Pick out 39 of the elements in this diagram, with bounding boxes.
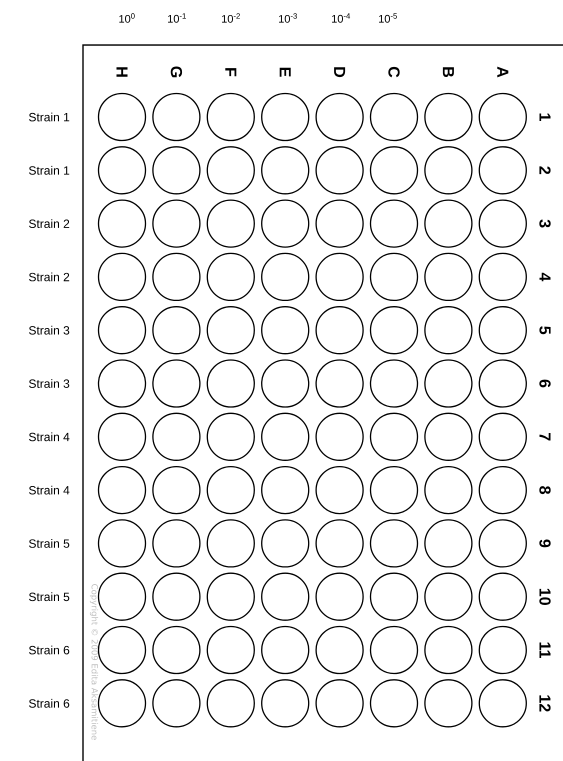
row-number: 1 — [540, 114, 550, 121]
strain-label: Strain 3 — [29, 379, 70, 388]
column-letter: A — [497, 66, 508, 78]
column-letter: E — [280, 68, 291, 77]
strain-label: Strain 2 — [29, 272, 70, 282]
strain-label: Strain 4 — [29, 432, 70, 442]
strain-label: Strain 1 — [29, 166, 70, 175]
column-letter: H — [116, 67, 128, 77]
strain-label: Strain 4 — [29, 486, 70, 494]
strain-label: Strain 2 — [29, 219, 70, 228]
dilution-label: 10$^{-1}$ — [168, 13, 186, 23]
row-number: 7 — [540, 433, 550, 441]
column-letter: C — [388, 66, 400, 78]
dilution-label: 10$^{0}$ — [119, 13, 135, 23]
row-number: 11 — [540, 642, 550, 658]
strain-label: Strain 1 — [29, 112, 70, 122]
row-number: 2 — [539, 166, 551, 174]
dilution-label: 10$^{-5}$ — [379, 13, 397, 23]
row-number: 12 — [539, 695, 551, 712]
strain-label: Strain 5 — [29, 539, 70, 548]
column-letter: D — [334, 67, 346, 78]
strain-label: Strain 5 — [29, 592, 70, 602]
row-number: 9 — [539, 540, 551, 548]
dilution-label: 10$^{-2}$ — [222, 13, 240, 23]
strain-label: Strain 3 — [29, 326, 70, 335]
row-number: 3 — [539, 220, 551, 228]
dilution-label: 10$^{-3}$ — [279, 13, 297, 23]
row-number: 4 — [540, 272, 550, 282]
column-letter: G — [170, 66, 182, 78]
dilution-label: 10$^{-4}$ — [332, 13, 350, 23]
row-number: 5 — [539, 326, 551, 334]
strain-label: Strain 6 — [29, 698, 70, 708]
column-letter: B — [442, 67, 454, 78]
row-number: 10 — [539, 588, 551, 605]
copyright-note: Copyright © 2009 Edita Aksamitiene — [90, 584, 98, 740]
strain-label: Strain 6 — [29, 646, 70, 654]
column-letter: F — [225, 68, 236, 76]
row-number: 6 — [539, 380, 551, 388]
row-number: 8 — [539, 486, 551, 494]
